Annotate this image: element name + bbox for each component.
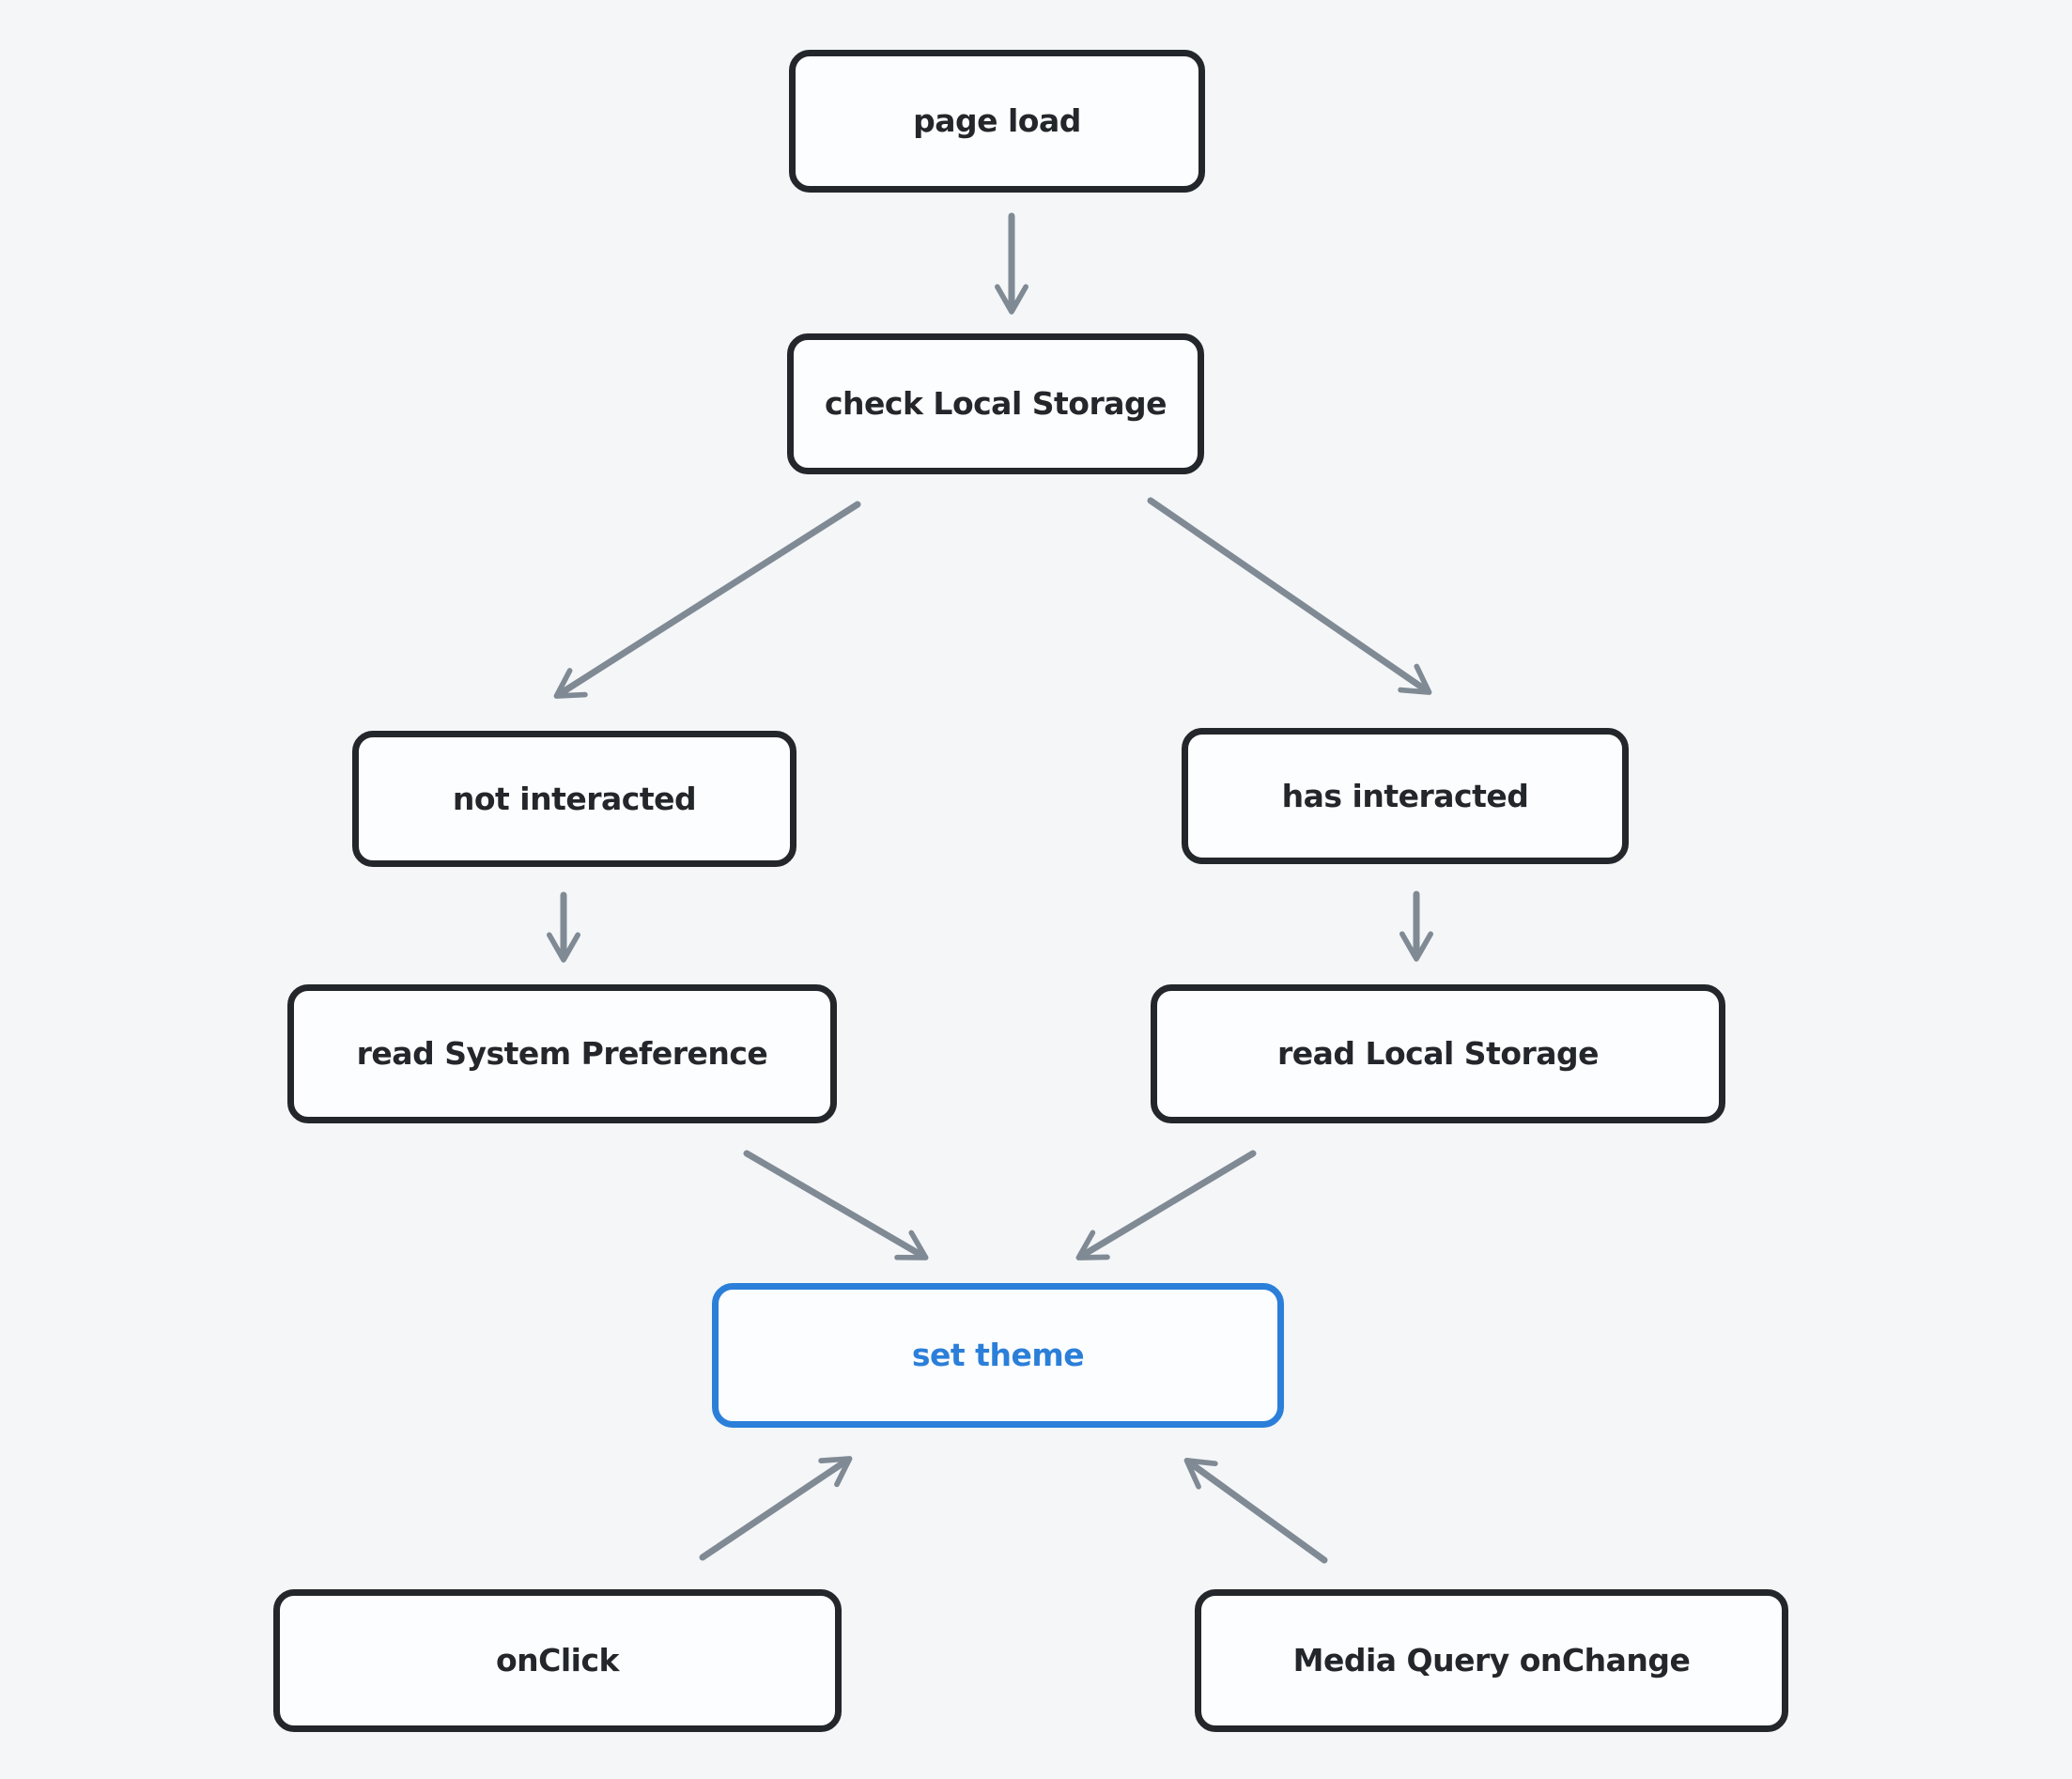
node-has-interacted: has interacted [1182, 728, 1629, 864]
edge-checklocalstorage-to-notinteracted-arrow [553, 501, 861, 699]
node-set-theme-label: set theme [911, 1337, 1085, 1374]
node-onclick-label: onClick [495, 1642, 620, 1679]
node-read-system-preference: read System Preference [287, 984, 837, 1123]
node-read-local-storage: read Local Storage [1151, 984, 1725, 1123]
node-media-query-onchange: Media Query onChange [1195, 1589, 1788, 1732]
edge-mediaqueryonchange-to-settheme-arrow [1183, 1458, 1328, 1564]
node-onclick: onClick [273, 1589, 842, 1732]
edge-checklocalstorage-to-hasinteracted-arrow [1147, 497, 1432, 695]
node-check-local-storage: check Local Storage [787, 333, 1204, 474]
node-page-load-label: page load [913, 102, 1081, 140]
node-read-system-preference-label: read System Preference [356, 1035, 768, 1073]
node-has-interacted-label: has interacted [1281, 777, 1529, 814]
node-set-theme: set theme [712, 1283, 1284, 1428]
edge-readlocalstorage-to-settheme-arrow [1075, 1150, 1257, 1261]
edge-onclick-to-settheme-arrow [699, 1456, 853, 1561]
node-not-interacted: not interacted [352, 731, 796, 867]
node-check-local-storage-label: check Local Storage [824, 385, 1167, 423]
node-page-load: page load [789, 50, 1205, 193]
node-media-query-onchange-label: Media Query onChange [1292, 1642, 1691, 1679]
node-read-local-storage-label: read Local Storage [1276, 1035, 1600, 1073]
node-not-interacted-label: not interacted [452, 780, 697, 817]
edge-readsystempreference-to-settheme-arrow [743, 1150, 929, 1261]
